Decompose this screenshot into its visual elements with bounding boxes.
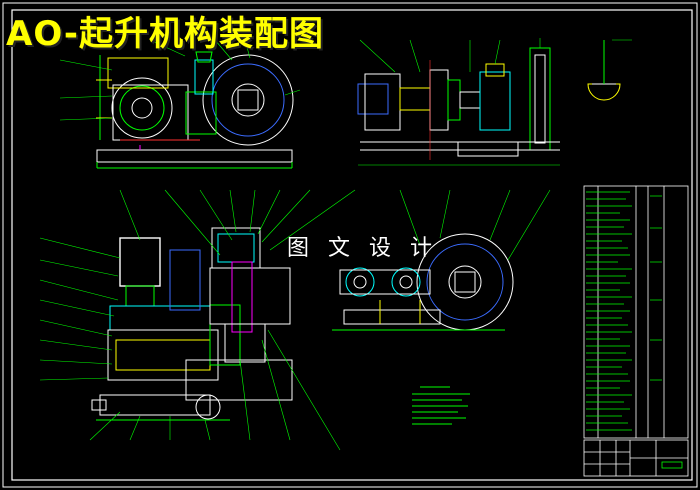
view-bottom-middle [332,189,551,331]
page-title: AO-起升机构装配图 [6,14,324,54]
parts-list-table [583,185,689,439]
technical-notes [412,386,470,425]
view-top-left [59,39,301,169]
view-bottom-left [39,189,356,451]
title-block [583,439,689,477]
parts-list-rows [586,191,662,431]
drawing-border-inner [11,9,693,481]
view-detail-hook [587,39,632,101]
view-top-middle [357,38,560,166]
watermark-text: 图 文 设 计 [287,236,438,261]
